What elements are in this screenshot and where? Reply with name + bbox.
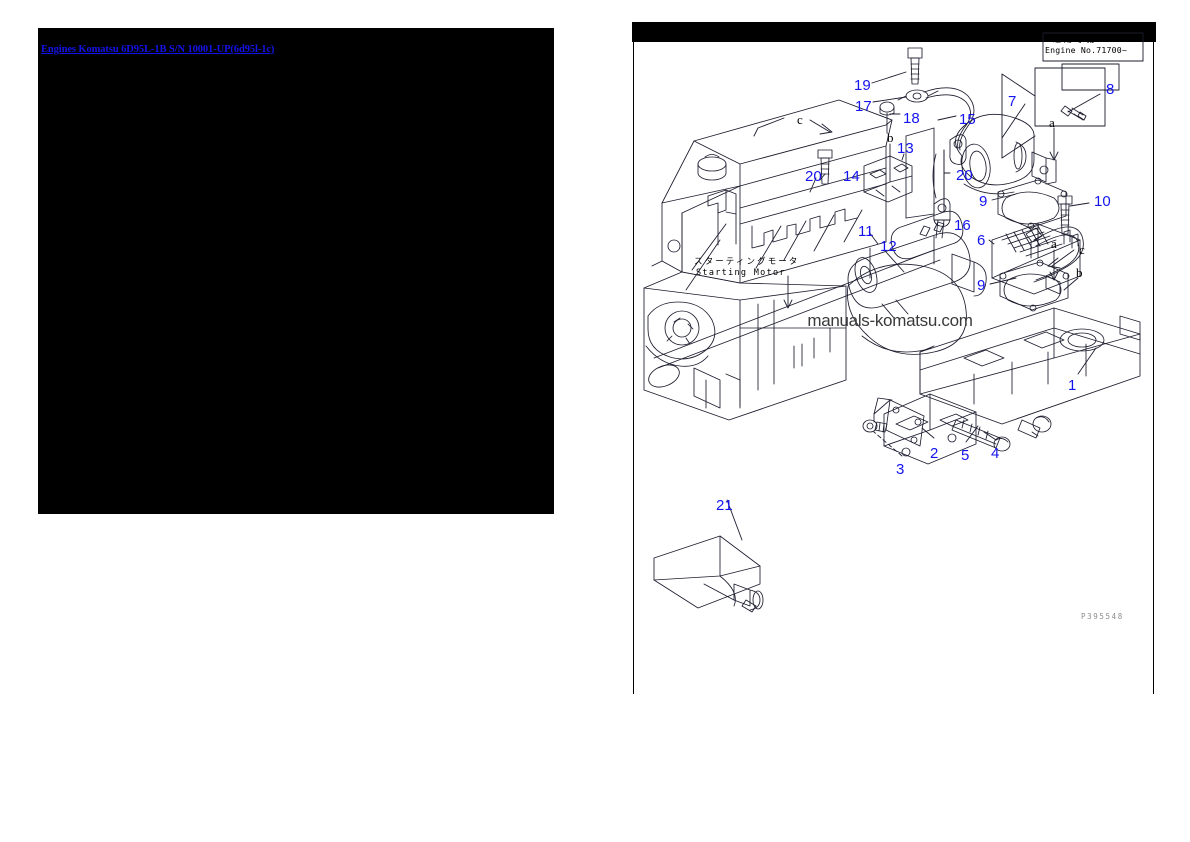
- manifold-front-cover: [883, 393, 977, 465]
- callout-number-15: 15: [959, 111, 976, 128]
- callout-number-16: 16: [954, 217, 971, 234]
- applicability-en-label: Engine No.71700~: [1045, 45, 1128, 55]
- engine-assembly-linedrawing: [643, 32, 1144, 613]
- starting-motor: [847, 210, 987, 319]
- callout-number-9b: 9: [977, 277, 986, 294]
- callout-number-9a: 9: [979, 193, 988, 210]
- engine-block: [643, 99, 893, 421]
- drawing-number: P395548: [1081, 612, 1124, 621]
- callout-number-20a: 20: [805, 168, 822, 185]
- callout-number-19: 19: [854, 77, 871, 94]
- callout-number-6: 6: [977, 232, 986, 249]
- letter-mark-c-right: c: [1079, 242, 1085, 257]
- callout-number-10: 10: [1094, 193, 1111, 210]
- bolt-item10: [1057, 195, 1073, 235]
- letter-mark-a-upper: a: [1049, 115, 1055, 130]
- applicability-box-frame: [1042, 32, 1144, 91]
- gasket-lower-item9: [999, 259, 1070, 312]
- letter-mark-b-lower: b: [1076, 265, 1083, 280]
- callout-number-4: 4: [991, 445, 1000, 462]
- stud-bolt-item5: [951, 419, 1011, 452]
- callout-number-12: 12: [880, 238, 897, 255]
- watermark-text: manuals-komatsu.com: [807, 311, 973, 330]
- applicability-jp-label: 適用号機: [1053, 35, 1097, 44]
- callout-number-2: 2: [930, 445, 939, 462]
- letter-mark-b-upper: b: [887, 130, 894, 145]
- bolt-item4: [1017, 415, 1052, 439]
- callout-number-20b: 20: [956, 167, 973, 184]
- flywheel-housing: [847, 235, 967, 355]
- bolt-item14: [817, 149, 833, 185]
- elbow-connector-item7: [955, 113, 1057, 195]
- heater-block-item6: [991, 223, 1081, 295]
- parts-drawing-sheet: 適用号機 Engine No.71700~ スターティングモータ Startin…: [632, 22, 1157, 694]
- callout-number-5: 5: [961, 447, 970, 464]
- letter-mark-c-left: c: [797, 112, 803, 127]
- part-item21: [653, 535, 764, 613]
- callout-number-14: 14: [843, 168, 860, 185]
- starting-motor-caption-en: Starting Motor: [696, 268, 786, 278]
- document-preview-panel: Engines Komatsu 6D95L-1B S/N 10001-UP(6d…: [38, 28, 554, 514]
- sheet-top-bar: [632, 22, 1157, 42]
- drawing-area: 適用号機 Engine No.71700~ スターティングモータ Startin…: [634, 28, 1155, 694]
- applicability-box: 適用号機 Engine No.71700~: [1043, 33, 1143, 61]
- callout-number-11: 11: [858, 223, 874, 240]
- callout-number-18: 18: [903, 110, 920, 127]
- starting-motor-caption-jp: スターティングモータ: [694, 257, 800, 267]
- detail-box-item8: [1001, 67, 1106, 159]
- mount-bracket-assembly: [653, 189, 941, 369]
- callout-number-8: 8: [1106, 81, 1115, 98]
- gasket-upper-item9: [997, 177, 1068, 230]
- intake-manifold-item1: [919, 307, 1141, 425]
- washer-item3: [862, 419, 888, 433]
- callout-number-7: 7: [1008, 93, 1017, 110]
- callout-number-13: 13: [897, 140, 914, 157]
- clamp-item17: [897, 89, 939, 103]
- plate-item2: [873, 397, 925, 447]
- nut-item18: [879, 101, 895, 134]
- leader-lines: [691, 71, 1101, 541]
- callout-number-21: 21: [716, 497, 733, 514]
- letter-mark-a-lower: a: [1051, 236, 1057, 251]
- document-title-link[interactable]: Engines Komatsu 6D95L-1B S/N 10001-UP(6d…: [41, 44, 275, 55]
- callout-number-17: 17: [855, 98, 872, 115]
- callout-number-1: 1: [1068, 377, 1077, 394]
- callout-number-3: 3: [896, 461, 905, 478]
- bolt-item19: [907, 47, 923, 85]
- harness-item15-16: [923, 87, 975, 239]
